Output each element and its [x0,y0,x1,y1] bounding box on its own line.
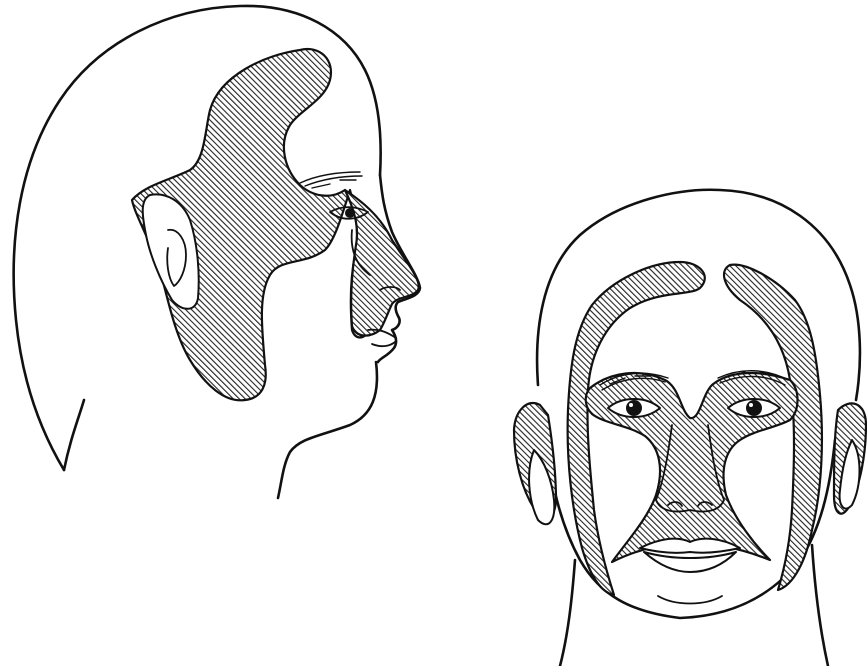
frontal-eye-right-highlight [749,403,753,407]
frontal-eye-left-iris [626,400,642,416]
frontal-neck-left [560,560,575,666]
frontal-ear-left [514,403,556,524]
profile-eye-pupil [345,208,355,218]
profile-neck-front [278,362,377,498]
frontal-mouth [640,539,740,572]
frontal-eye-right-iris [746,400,762,416]
profile-neck-back [64,400,84,470]
frontal-neck-right [812,545,828,666]
frontal-lower-lip [644,552,736,572]
frontal-eye-left-highlight [629,403,633,407]
frontal-chin-crease [658,596,722,604]
frontal-ear-right [834,403,866,513]
profile-eyebrow [300,172,362,188]
